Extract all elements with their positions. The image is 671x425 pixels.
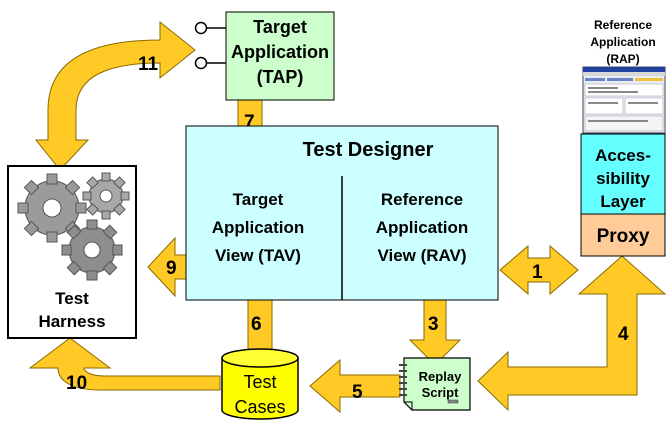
tap-label-line2: Application [231, 42, 329, 62]
accessibility-label-line2: sibility [596, 169, 650, 188]
test-harness-label-line2: Harness [38, 312, 105, 331]
test-harness-label-line1: Test [55, 289, 89, 308]
tav-label-line3: View (TAV) [215, 246, 301, 265]
rav-label-line3: View (RAV) [377, 246, 466, 265]
replay-script-label-line1: Replay [419, 369, 462, 384]
tap-port-icon [194, 56, 208, 70]
arrow-11: 11 [34, 20, 196, 171]
arrow-7-label: 7 [244, 112, 255, 133]
arrow-9-label: 9 [166, 258, 177, 279]
replay-script-label-line2: Script [422, 385, 460, 400]
test-designer-box: Test Designer Target Application View (T… [185, 125, 499, 301]
tap-port-icon [194, 21, 208, 35]
replay-script-document: Replay Script [399, 357, 471, 411]
rap-label-line1: Reference [594, 18, 652, 32]
arrow-5-label: 5 [352, 382, 363, 403]
test-designer-title: Test Designer [303, 139, 434, 161]
replay-script-binding-icon [399, 364, 407, 396]
tav-label-line1: Target [233, 190, 284, 209]
rap-screenshot-thumbnail [582, 66, 666, 134]
arrow-3: 3 [408, 299, 462, 366]
arrow-1-label: 1 [532, 262, 543, 283]
rav-label-line2: Application [376, 218, 469, 237]
arrow-4: 4 [477, 255, 667, 412]
target-application-box: Target Application (TAP) [194, 11, 335, 101]
accessibility-layer-box: Acces- sibility Layer [580, 133, 666, 215]
arrow-10-label: 10 [66, 373, 87, 394]
arrow-1: 1 [499, 244, 579, 296]
rap-label-line2: Application [590, 35, 655, 49]
gears-icon [17, 172, 130, 281]
tap-label-line3: (TAP) [257, 67, 304, 87]
arrow-6-label: 6 [251, 314, 262, 335]
arrow-4-label: 4 [618, 324, 629, 345]
test-cases-label-line2: Cases [234, 397, 285, 417]
reference-application: Reference Application (RAP) [582, 18, 666, 134]
tav-label-line2: Application [212, 218, 305, 237]
proxy-label: Proxy [597, 226, 650, 247]
test-cases-cylinder: Test Cases [221, 348, 299, 420]
rav-label-line1: Reference [381, 190, 463, 209]
arrow-10: 10 [28, 337, 221, 394]
accessibility-label-line1: Acces- [595, 146, 651, 165]
proxy-box: Proxy [580, 213, 666, 257]
tap-label-line1: Target [253, 17, 307, 37]
arrow-11-label: 11 [138, 54, 159, 75]
arrow-5: 5 [309, 358, 401, 414]
rap-label-line3: (RAP) [606, 52, 639, 66]
test-cases-label-line1: Test [243, 372, 276, 392]
arrow-3-label: 3 [428, 314, 439, 335]
accessibility-label-line3: Layer [600, 192, 646, 211]
test-harness-box: Test Harness [7, 165, 137, 339]
